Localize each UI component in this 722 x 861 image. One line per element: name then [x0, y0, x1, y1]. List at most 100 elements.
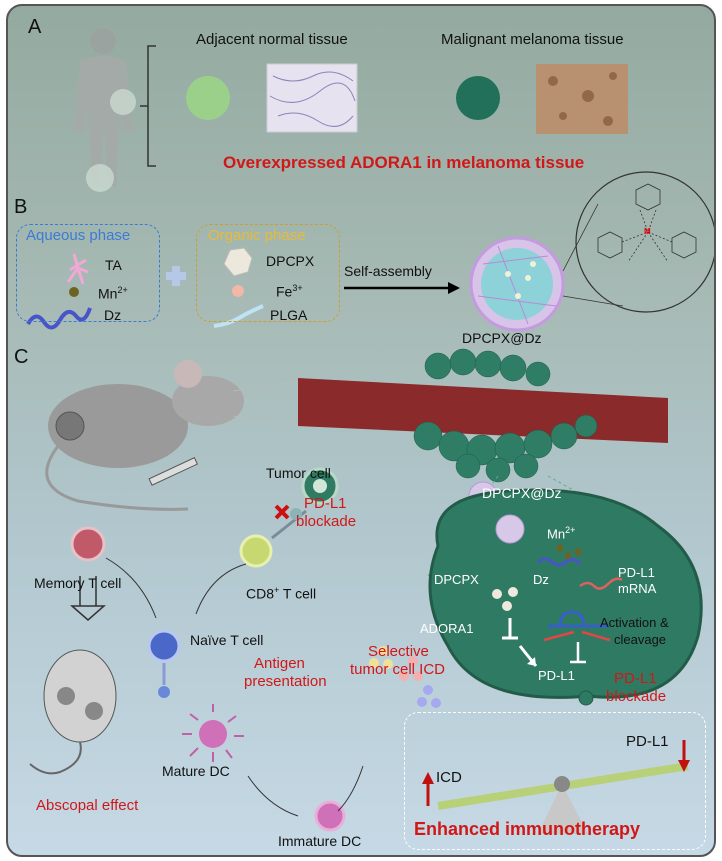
- pdl1-mrna-label-2: mRNA: [618, 581, 657, 596]
- mn-ion-label: Mn2+: [547, 525, 575, 542]
- tumor-cell-small-icon: [301, 467, 339, 505]
- malignant-tissue-title: Malignant melanoma tissue: [441, 31, 624, 48]
- human-silhouette-icon: [74, 28, 136, 192]
- plus-icon: [166, 266, 186, 286]
- mouse-connector-lines: [232, 380, 299, 427]
- cd8-text: CD8: [246, 585, 275, 602]
- dz-cell-label: Dz: [533, 572, 549, 587]
- product-label: DPCPX@Dz: [462, 330, 542, 346]
- normal-tissue-title: Adjacent normal tissue: [196, 31, 348, 48]
- dpcpx-cell-label: DPCPX: [434, 572, 479, 587]
- mn-label: Mn2+: [98, 285, 128, 302]
- cd8-suffix: T cell: [279, 585, 317, 602]
- abscopal-label: Abscopal effect: [36, 797, 139, 814]
- cd8-t-cell-icon: [239, 534, 273, 568]
- pdl1-blockade-left-2: blockade: [296, 513, 357, 530]
- figure-panel: A Adjacent normal tissue Malignant melan…: [6, 4, 716, 857]
- plga-icon: [213, 304, 264, 328]
- damp-particles-blue: [417, 685, 441, 708]
- seesaw-pdl1-label: PD-L1: [626, 733, 669, 750]
- tumor-cell-icon: [428, 488, 703, 699]
- naive-t-cell-label: Naïve T cell: [190, 632, 264, 648]
- down-arrow-icon: [70, 576, 106, 621]
- mn-ion-icon: [69, 287, 79, 297]
- inhibition-icon-2: [570, 642, 586, 664]
- pdl1-mrna-label-1: PD-L1: [618, 565, 655, 580]
- antigen-label-1: Antigen: [254, 655, 305, 672]
- pdl1-blockade-right-2: blockade: [606, 688, 667, 705]
- abscopal-mouse-icon: [29, 649, 117, 775]
- immature-dc-label: Immature DC: [278, 833, 362, 849]
- mn-charge: 2+: [117, 285, 128, 295]
- dz-cell-icon: [537, 557, 582, 567]
- fe-text: Fe: [276, 283, 293, 300]
- self-assembly-arrow: [344, 282, 460, 294]
- damp-particles-pink: [399, 656, 423, 681]
- antigen-label-2: presentation: [244, 673, 327, 690]
- pdl1-cell-label: PD-L1: [538, 668, 575, 683]
- mn-ion-text: Mn: [547, 526, 566, 542]
- mn-ions-icon: [556, 544, 582, 560]
- damp-particles-yellow: [369, 646, 393, 669]
- panel-b-label: B: [14, 196, 28, 218]
- pdl1-mrna-icon: [579, 577, 623, 590]
- down-arrow-red-icon: [678, 740, 690, 772]
- conclusion-text: Overexpressed ADORA1 in melanoma tissue: [223, 153, 585, 172]
- seesaw-box: [404, 712, 706, 850]
- ta-metal-complex-structure: [597, 183, 697, 263]
- memory-t-cell-icon: [70, 526, 106, 562]
- pdl1-arrow-icon: [518, 645, 538, 667]
- cd8-t-cell-label: CD8+ T cell: [246, 585, 317, 602]
- antibody-node-icon: [290, 508, 302, 520]
- activation-label-2: cleavage: [614, 632, 667, 647]
- dpcpx-label: DPCPX: [266, 253, 315, 269]
- internalized-nanoparticle-icon: [495, 514, 525, 544]
- melanoma-tissue-texture: [548, 72, 617, 126]
- naive-t-cell-icon: [147, 629, 181, 698]
- dnazyme-loop-icon: [548, 610, 608, 628]
- fe-charge: 3+: [292, 283, 303, 293]
- dz-strand-icon: [26, 307, 92, 330]
- activation-label-1: Activation &: [600, 615, 669, 630]
- seesaw-icon: [437, 762, 689, 834]
- pdl1-blockade-left-1: PD-L1: [304, 495, 347, 512]
- inhibition-icon: [502, 618, 518, 640]
- selective-icd-1: Selective: [368, 643, 429, 660]
- memory-t-cell-label: Memory T cell: [34, 575, 122, 591]
- pdl1-blockade-right-1: PD-L1: [614, 670, 657, 687]
- immature-dc-icon: [314, 800, 346, 832]
- normal-tissue-texture: [269, 71, 356, 127]
- organic-phase-box: [196, 224, 340, 322]
- cd8-sup: +: [274, 585, 280, 595]
- ta-label: TA: [105, 257, 122, 273]
- cleaved-mrna-icon: [543, 630, 611, 642]
- inset-connector-lines: [562, 203, 624, 307]
- bracket: [140, 45, 156, 167]
- fe-label: Fe3+: [276, 283, 303, 300]
- mn-text: Mn: [98, 285, 118, 302]
- organic-phase-title: Organic phase: [208, 227, 306, 244]
- nanoparticle-icon: [469, 236, 565, 332]
- melanoma-cell-cluster-icon: [456, 76, 500, 120]
- illustration-layer: [26, 28, 714, 834]
- dpcpx-icon: [223, 247, 253, 277]
- ta-star-icon: [66, 253, 89, 285]
- fe-ion-icon: [232, 285, 244, 297]
- cycle-arrows: [105, 557, 364, 817]
- syringe-icon: [148, 457, 199, 486]
- molecular-structure-inset: [575, 171, 714, 313]
- seesaw-icd-label: ICD: [436, 769, 462, 786]
- self-assembly-label: Self-assembly: [344, 263, 432, 279]
- enhanced-immunotherapy-label: Enhanced immunotherapy: [414, 819, 641, 839]
- panel-a-label: A: [28, 16, 42, 38]
- metal-label: M: [644, 227, 651, 236]
- block-x-icon: [274, 504, 290, 520]
- plga-label: PLGA: [270, 307, 308, 323]
- up-arrow-icon: [422, 772, 434, 806]
- aqueous-phase-box: [16, 224, 160, 322]
- dz-label: Dz: [104, 307, 122, 323]
- nanoparticle-label: DPCPX@Dz: [482, 485, 562, 501]
- normal-tissue-image: [266, 63, 358, 133]
- adora1-label: ADORA1: [420, 621, 474, 636]
- mature-dc-label: Mature DC: [162, 763, 230, 779]
